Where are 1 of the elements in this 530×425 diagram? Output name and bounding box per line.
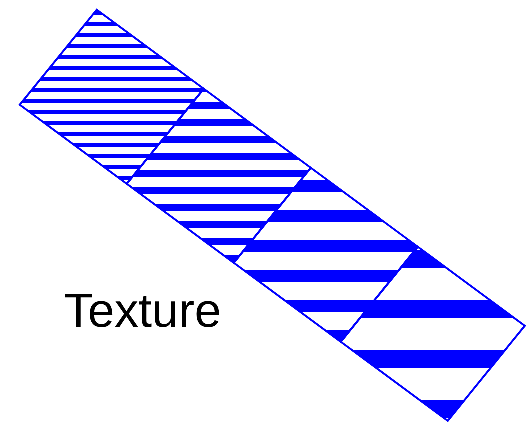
caption-text: Texture [64,288,222,336]
